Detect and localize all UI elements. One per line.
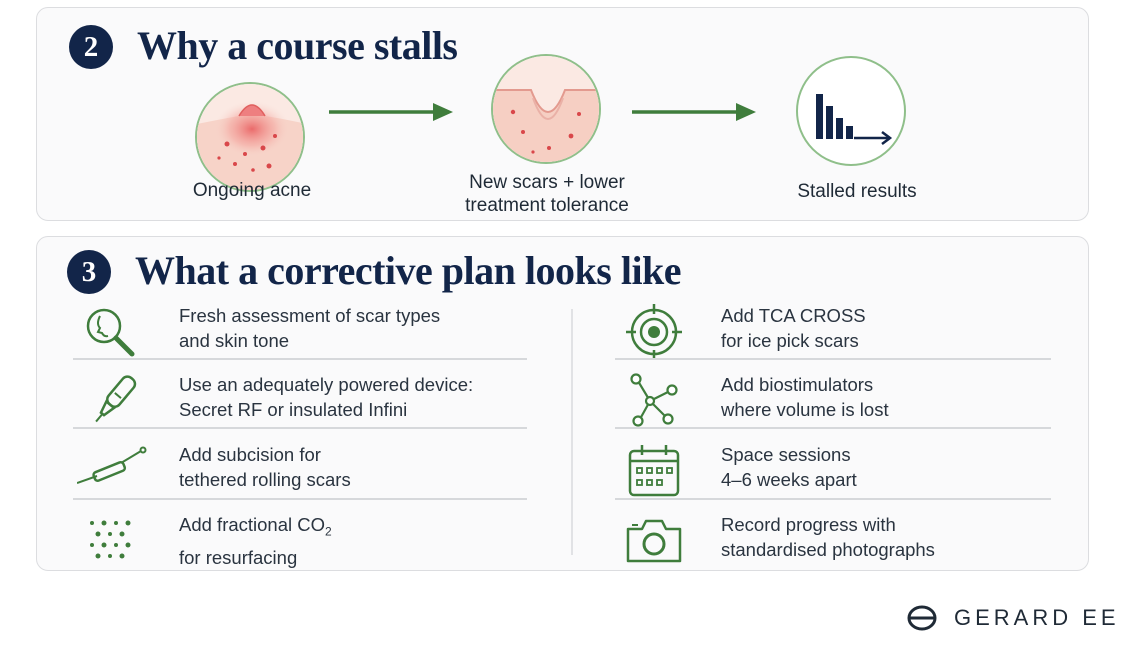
section-title: What a corrective plan looks like — [135, 248, 682, 293]
stage-label-line: Stalled results — [797, 181, 917, 202]
stage-label-stalled-results: Stalled results — [772, 180, 942, 203]
section-number-badge: 2 — [69, 25, 113, 69]
stalled-results-illustration — [796, 56, 906, 166]
row-divider — [73, 358, 527, 360]
plan-item-line: Space sessions — [721, 444, 851, 465]
corrective-plan-panel: 3 What a corrective plan looks like Fres… — [36, 236, 1089, 571]
section-title: Why a course stalls — [137, 23, 458, 68]
plan-item-space-sessions: Space sessions 4–6 weeks apart — [617, 440, 1057, 508]
row-divider — [615, 427, 1051, 429]
plan-item-text: Record progress with standardised photog… — [721, 512, 935, 562]
brand: GERARD EE — [900, 603, 1120, 633]
plan-item-device: Use an adequately powered device: Secret… — [75, 370, 545, 438]
stage-label-new-scars: New scars + lower treatment tolerance — [447, 171, 647, 217]
plan-item-line: and skin tone — [179, 330, 290, 351]
plan-item-record-progress: Record progress with standardised photog… — [617, 510, 1057, 578]
plan-item-fractional-co2: Add fractional CO2 for resurfacing — [75, 510, 545, 578]
plan-item-line-main: Add fractional CO — [179, 514, 326, 535]
stalls-panel: 2 Why a course stalls Ongoing acne — [36, 7, 1089, 221]
plan-item-text: Add biostimulators where volume is lost — [721, 372, 889, 422]
plan-item-line: Add biostimulators — [721, 374, 874, 395]
flow-arrow — [329, 103, 453, 121]
plan-item-subcision: Add subcision for tethered rolling scars — [75, 440, 545, 508]
row-divider — [615, 498, 1051, 500]
brand-logo-icon — [907, 605, 937, 631]
fractional-dots-icon — [75, 510, 149, 572]
plan-item-line: tethered rolling scars — [179, 469, 351, 490]
plan-item-line: Fresh assessment of scar types — [179, 305, 441, 326]
plan-item-text: Fresh assessment of scar types and skin … — [179, 303, 440, 353]
plan-item-line: where volume is lost — [721, 399, 889, 420]
co2-subscript: 2 — [325, 524, 332, 539]
plan-item-line: Add TCA CROSS — [721, 305, 866, 326]
section-number-badge: 3 — [67, 250, 111, 294]
target-icon — [617, 301, 691, 363]
stage-label-line: treatment tolerance — [465, 195, 629, 216]
camera-icon — [617, 510, 691, 572]
plan-item-line: Add fractional CO2 — [179, 512, 332, 545]
plan-item-line: Secret RF or insulated Infini — [179, 399, 408, 420]
plan-item-text: Add fractional CO2 for resurfacing — [179, 512, 332, 570]
new-scars-illustration — [491, 54, 601, 164]
plan-item-text: Add TCA CROSS for ice pick scars — [721, 303, 866, 353]
stage-label-line: Ongoing acne — [192, 180, 312, 201]
row-divider — [73, 498, 527, 500]
magnifier-face-icon — [75, 301, 149, 363]
brand-name: GERARD EE — [954, 605, 1120, 630]
plan-item-text: Space sessions 4–6 weeks apart — [721, 442, 857, 492]
calendar-icon — [617, 440, 691, 502]
plan-item-line: Add subcision for — [179, 444, 321, 465]
plan-item-text: Use an adequately powered device: Secret… — [179, 372, 473, 422]
row-divider — [615, 358, 1051, 360]
molecule-icon — [617, 370, 691, 432]
plan-item-line: Use an adequately powered device: — [179, 374, 474, 395]
stage-label-ongoing-acne: Ongoing acne — [167, 179, 337, 202]
plan-item-text: Add subcision for tethered rolling scars — [179, 442, 351, 492]
plan-item-line: 4–6 weeks apart — [721, 469, 857, 490]
plan-item-biostimulators: Add biostimulators where volume is lost — [617, 370, 1057, 438]
column-divider — [571, 309, 573, 555]
plan-item-line: standardised photographs — [721, 539, 935, 560]
subcision-needle-icon — [75, 440, 149, 502]
flow-arrow — [632, 103, 756, 121]
ongoing-acne-illustration — [195, 82, 305, 192]
plan-item-line: for ice pick scars — [721, 330, 859, 351]
stage-label-line: New scars + lower — [469, 172, 625, 193]
plan-item-line: for resurfacing — [179, 546, 298, 568]
plan-item-tca-cross: Add TCA CROSS for ice pick scars — [617, 301, 1057, 369]
plan-item-line: Record progress with — [721, 514, 896, 535]
plan-item-assessment: Fresh assessment of scar types and skin … — [75, 301, 545, 369]
row-divider — [73, 427, 527, 429]
rf-device-icon — [75, 370, 149, 432]
